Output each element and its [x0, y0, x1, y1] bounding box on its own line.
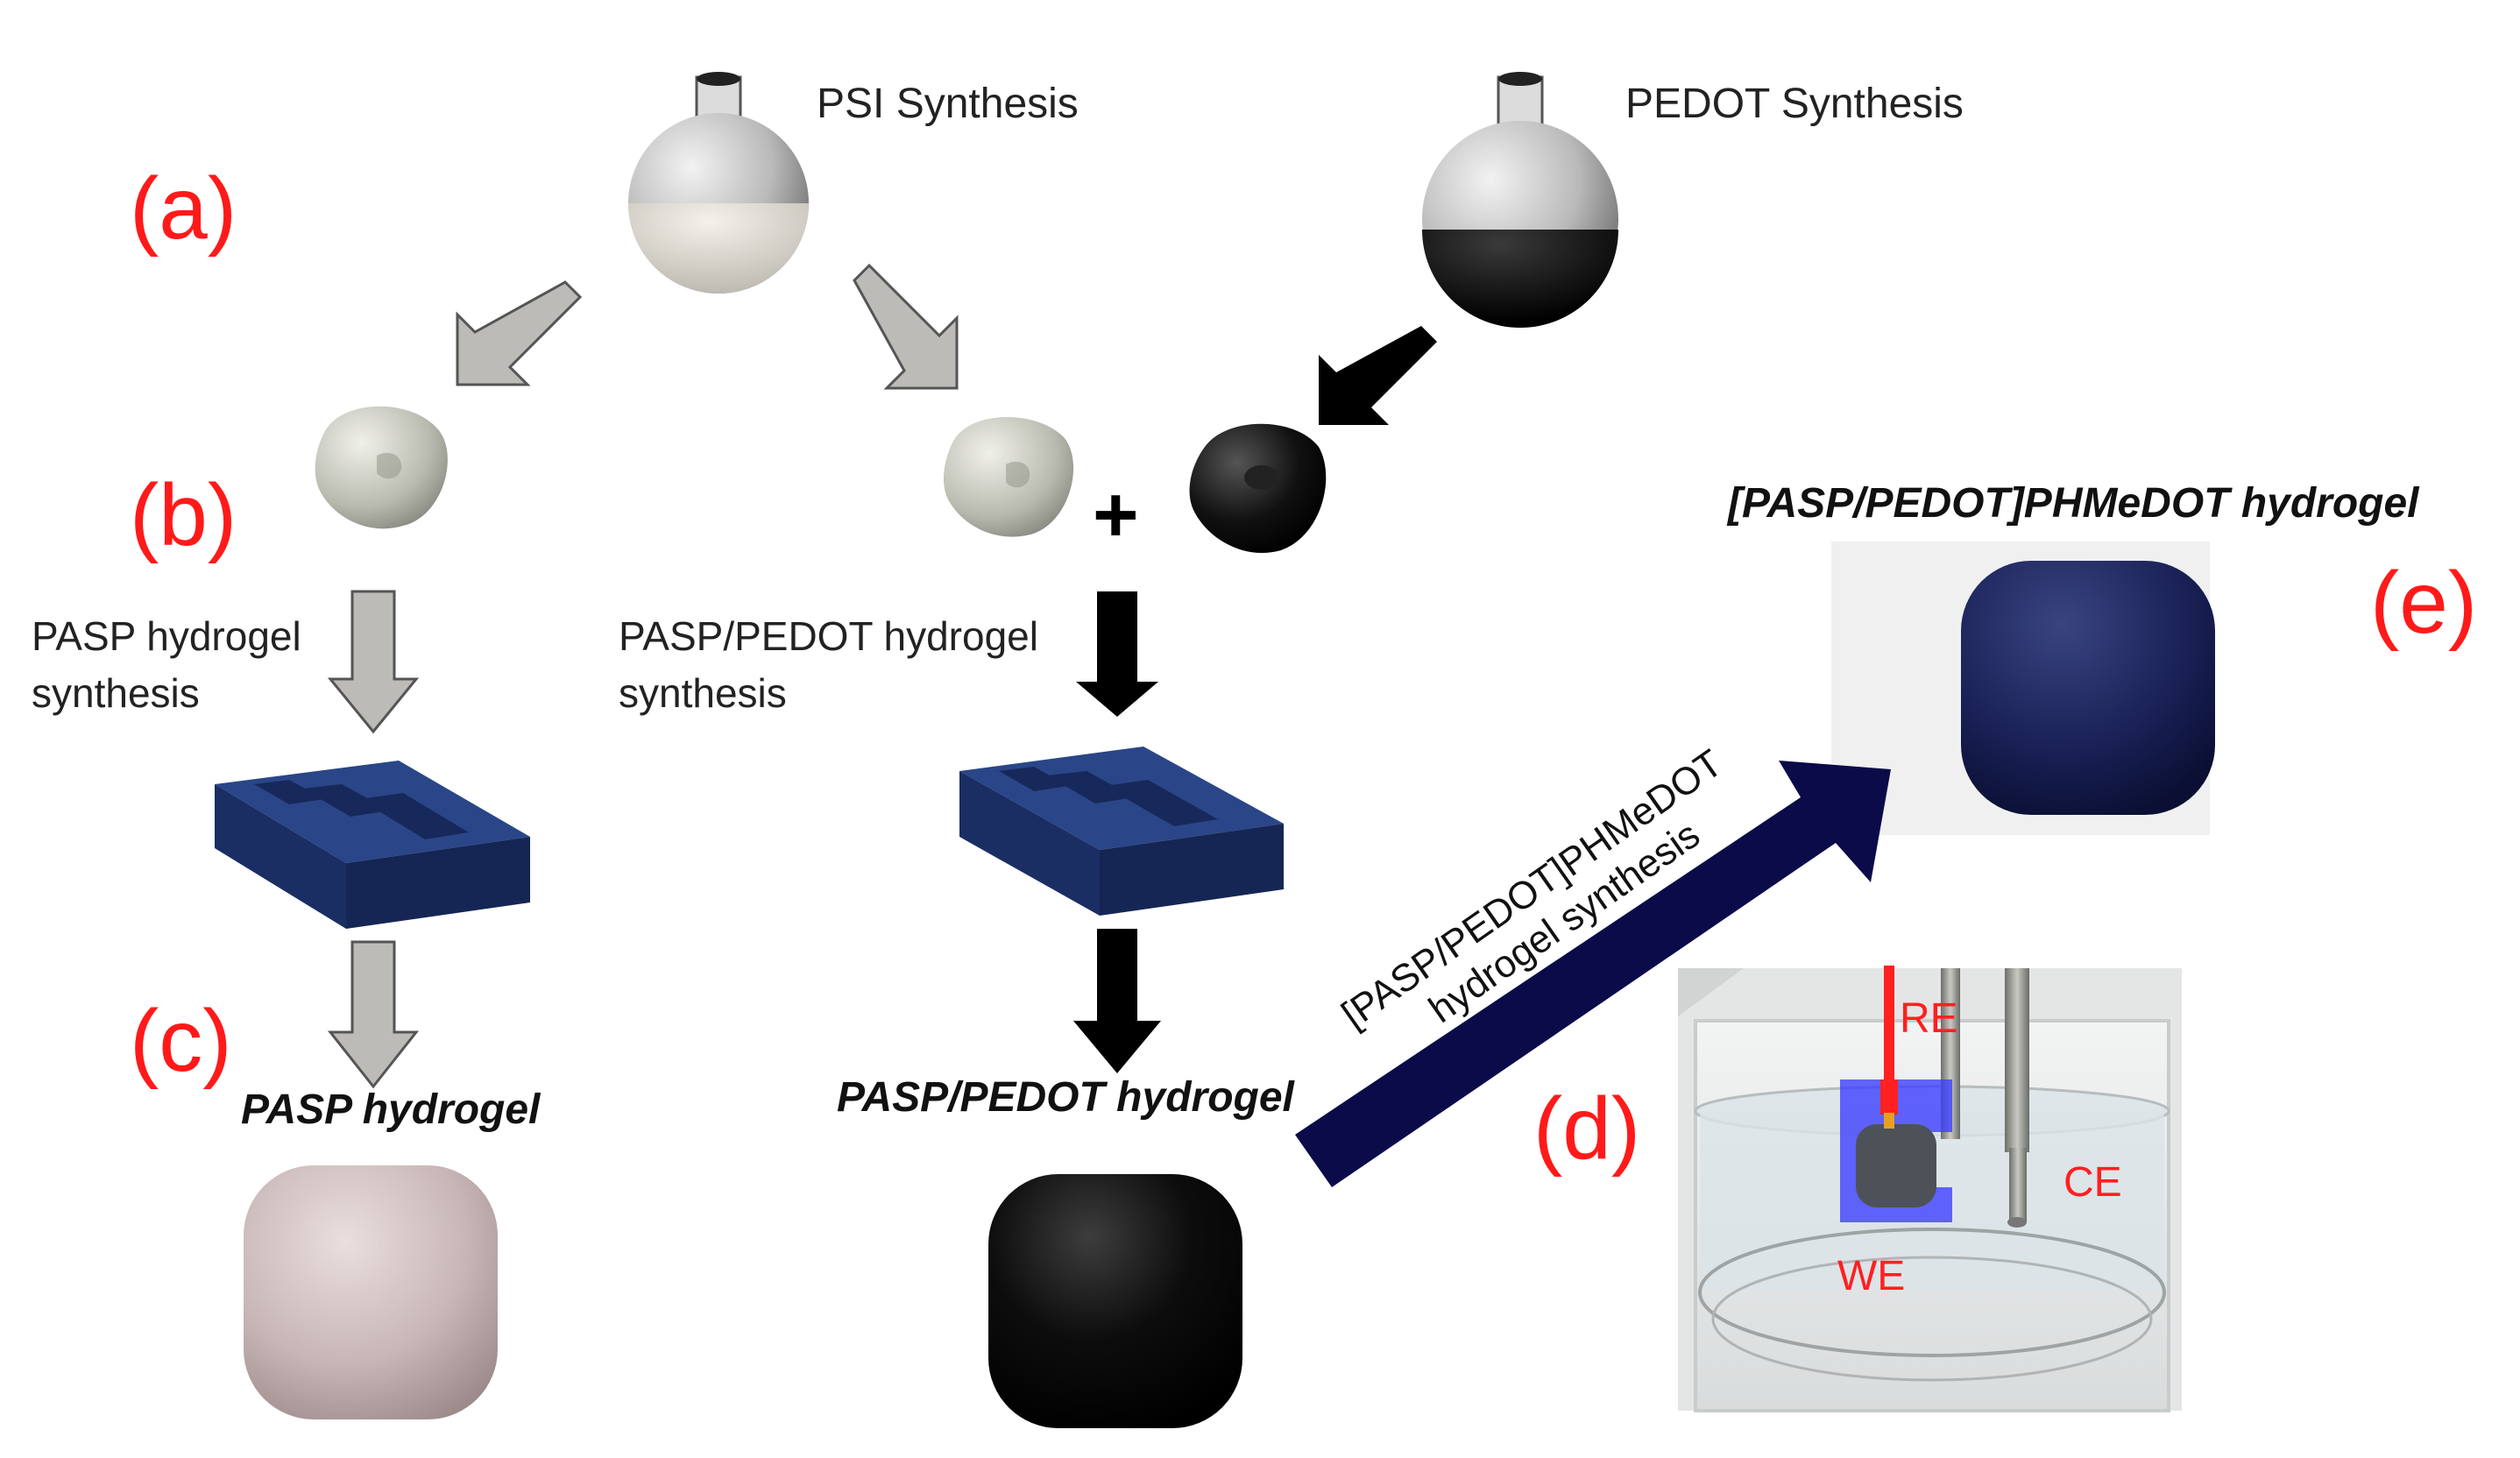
- re-label: RE: [1900, 995, 1958, 1042]
- pasp-hydrogel-label: PASP hydrogel: [241, 1086, 542, 1133]
- panel-label-e: (e): [2370, 554, 2477, 652]
- panel-label-b: (b): [130, 466, 237, 564]
- pedot-bead-icon: [1189, 423, 1327, 554]
- panel-label-c: (c): [130, 992, 232, 1090]
- we-label: WE: [1837, 1253, 1905, 1299]
- grey-down-arrow-icon: [327, 590, 420, 734]
- pasp-pedot-cube-icon: [988, 1174, 1242, 1428]
- pasp-step-label-1: PASP hydrogel: [32, 613, 301, 659]
- pedot-flask-icon: [1422, 72, 1618, 328]
- navy-diagonal-arrow-icon: [1295, 761, 1891, 1187]
- black-down-arrow-icon: [1076, 591, 1158, 717]
- phmedot-cube-icon: [1961, 561, 2215, 815]
- psi-bead-right-icon: [943, 417, 1074, 537]
- pasp-step-label-2: synthesis: [32, 670, 200, 716]
- psi-synthesis-label: PSI Synthesis: [817, 81, 1079, 127]
- grey-down-arrow-icon: [327, 940, 420, 1089]
- ce-label: CE: [2063, 1159, 2122, 1206]
- pasp-pedot-step-label-1: PASP/PEDOT hydrogel: [619, 613, 1038, 659]
- psi-flask-icon: [628, 72, 809, 294]
- plus-icon: +: [1093, 471, 1139, 559]
- phmedot-hydrogel-label: [PASP/PEDOT]PHMeDOT hydrogel: [1726, 480, 2420, 527]
- grey-arrow-icon: [456, 280, 583, 386]
- panel-label-a: (a): [130, 159, 237, 258]
- grey-arrow-icon: [853, 263, 959, 390]
- pasp-cube-icon: [244, 1165, 498, 1419]
- pasp-pedot-step-label-2: synthesis: [619, 670, 787, 716]
- black-arrow-icon: [1319, 326, 1437, 425]
- mold-tray-right-icon: [959, 747, 1284, 916]
- mold-tray-left-icon: [215, 761, 530, 929]
- panel-label-d: (d): [1533, 1079, 1640, 1178]
- black-down-arrow-icon: [1073, 929, 1161, 1073]
- pedot-synthesis-label: PEDOT Synthesis: [1625, 81, 1964, 127]
- pasp-pedot-hydrogel-label: PASP/PEDOT hydrogel: [837, 1074, 1296, 1121]
- psi-bead-left-icon: [315, 406, 448, 529]
- electrochemical-cell-icon: [1678, 966, 2182, 1412]
